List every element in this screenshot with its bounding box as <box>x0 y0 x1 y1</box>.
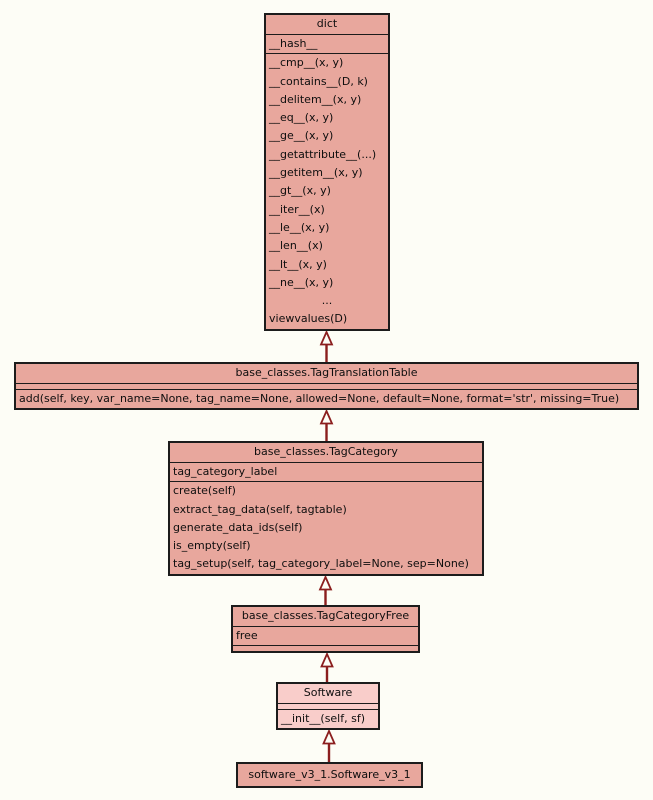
attribute-row: tag_category_label <box>173 465 278 478</box>
class-attributes-compartment: __hash__ <box>266 34 388 53</box>
method-row: __eq__(x, y) <box>269 111 334 125</box>
method-row: generate_data_ids(self) <box>173 520 303 534</box>
class-name: base_classes.TagTranslationTable <box>235 366 418 379</box>
method-row: extract_tag_data(self, tagtable) <box>173 502 347 516</box>
method-row: __ge__(x, y) <box>269 129 334 143</box>
hollow-triangle-arrowhead <box>319 329 334 346</box>
attribute-row: __hash__ <box>269 37 318 50</box>
class-methods-compartment: __cmp__(x, y) __contains__(D, k) __delitem… <box>266 53 388 328</box>
hollow-triangle-arrowhead <box>319 408 334 425</box>
ellipsis-row: ... <box>321 294 333 308</box>
method-row: create(self) <box>173 484 236 498</box>
method-row: add(self, key, var_name=None, tag_name=N… <box>19 392 620 405</box>
attribute-row: free <box>236 629 258 642</box>
method-row: __le__(x, y) <box>269 220 330 234</box>
method-row: __contains__(D, k) <box>269 74 368 88</box>
class-name: base_classes.TagCategoryFree <box>241 609 410 622</box>
class-name: Software <box>303 686 353 699</box>
method-row: __gt__(x, y) <box>269 184 331 198</box>
class-methods-compartment: __init__(self, sf) <box>278 709 378 728</box>
class-name: dict <box>316 17 338 30</box>
class-attributes-compartment <box>16 383 637 389</box>
method-row: __getitem__(x, y) <box>269 166 363 180</box>
hollow-triangle-arrowhead <box>320 651 334 668</box>
method-row: __getattribute__(...) <box>269 147 377 161</box>
inheritance-edge <box>319 408 334 445</box>
hollow-triangle-arrowhead <box>318 574 333 591</box>
method-row: __init__(self, sf) <box>281 712 366 725</box>
method-row: __iter__(x) <box>269 202 325 216</box>
method-row: viewvalues(D) <box>269 312 348 326</box>
method-row: is_empty(self) <box>173 539 251 553</box>
method-row: __lt__(x, y) <box>269 257 327 271</box>
inheritance-edge <box>322 728 336 766</box>
hollow-triangle-arrowhead <box>322 728 336 745</box>
method-row: __len__(x) <box>269 239 323 253</box>
class-node-base-classes-tagcategory: base_classes.TagCategory tag_category_lab… <box>168 441 484 576</box>
class-attributes-compartment: free <box>233 626 418 645</box>
method-row: __delitem__(x, y) <box>269 92 362 106</box>
class-node-software: Software __init__(self, sf) <box>276 682 380 731</box>
class-methods-compartment <box>233 645 418 651</box>
class-name: software_v3_1.Software_v3_1 <box>248 768 411 781</box>
method-row: tag_setup(self, tag_category_label=None,… <box>173 557 469 571</box>
class-methods-compartment: add(self, key, var_name=None, tag_name=N… <box>16 389 637 408</box>
method-row: __ne__(x, y) <box>269 275 334 289</box>
class-node-software-v3-1-software-v3-1: software_v3_1.Software_v3_1 <box>236 762 423 788</box>
method-row: __cmp__(x, y) <box>269 56 344 70</box>
class-node-base-classes-tagtranslationtable: base_classes.TagTranslationTable add(self… <box>14 362 639 411</box>
inheritance-edge <box>319 329 334 366</box>
class-node-dict: dict __hash__ __cmp__(x, y) __contains__(D,… <box>264 13 390 331</box>
class-methods-compartment: create(self) extract_tag_data(self, tagta… <box>170 481 482 573</box>
class-attributes-compartment: tag_category_label <box>170 462 482 481</box>
class-attributes-compartment <box>278 703 378 709</box>
class-name: base_classes.TagCategory <box>254 445 398 458</box>
